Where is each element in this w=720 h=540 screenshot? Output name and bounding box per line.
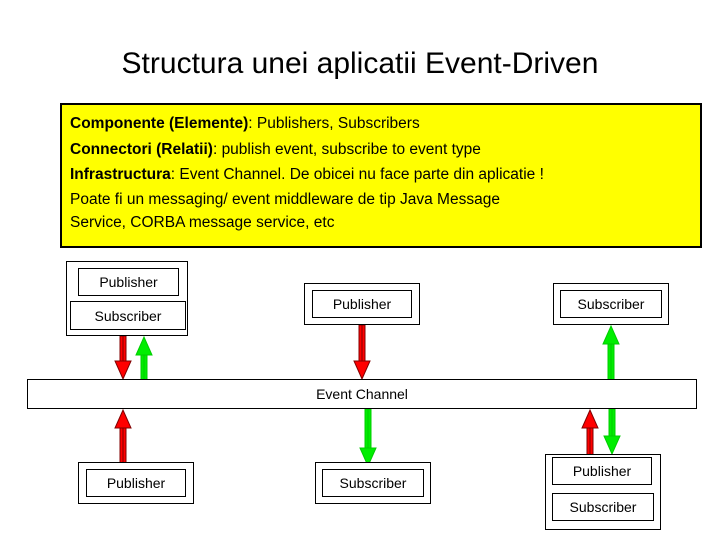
bottom-middle-subscriber-label: Subscriber [339,475,407,491]
event-channel-bar[interactable]: Event Channel [27,379,697,409]
bottom-left-publisher-label: Publisher [106,475,166,491]
description-panel: Componente (Elemente): Publishers, Subsc… [60,103,702,248]
top-left-subscriber-label: Subscriber [94,307,162,324]
description-line-infrastructure: Infrastructura: Event Channel. De obicei… [70,162,692,188]
top-left-publisher-box[interactable]: Publisher [78,268,179,296]
event-channel-label: Event Channel [316,386,408,402]
bottom-right-publisher-box[interactable]: Publisher [552,457,652,485]
description-continuation-line-1: Poate fi un messaging/ event middleware … [70,190,500,208]
description-line-connectors-rest: : publish event, subscribe to event type [212,140,481,158]
description-line-connectors-lead: Connectori (Relatii) [70,140,213,158]
top-middle-publisher-box[interactable]: Publisher [312,290,412,318]
description-line-components-rest: : Publishers, Subscribers [248,115,420,132]
bottom-middle-subscriber-box[interactable]: Subscriber [322,469,424,497]
page-title: Structura unei aplicatii Event-Driven [121,47,599,80]
bottom-right-subscriber-box[interactable]: Subscriber [552,493,654,521]
top-left-subscriber-box[interactable]: Subscriber [70,301,186,330]
description-line-infrastructure-rest: : Event Channel. De obicei nu face parte… [170,166,544,183]
description-continuation-line-2: Service, CORBA message service, etc [70,213,335,231]
subscribe-arrow-up-top-right [601,325,621,380]
description-line-infrastructure-lead: Infrastructura [70,166,171,183]
bottom-right-publisher-label: Publisher [572,463,632,479]
description-line-connectors: Connectori (Relatii): publish event, sub… [70,137,692,163]
top-right-subscriber-box[interactable]: Subscriber [560,290,662,318]
publish-arrow-up-bottom-left [113,409,133,467]
subscribe-arrow-up-top-left [134,336,154,380]
publish-arrow-down-top-middle [352,325,372,380]
subscribe-arrow-down-bottom-middle [358,409,378,467]
description-line-components-lead: Componente (Elemente) [70,115,249,132]
top-left-publisher-label: Publisher [99,274,158,290]
publish-arrow-down-top-left [113,336,133,380]
bottom-right-subscriber-label: Subscriber [569,499,637,515]
top-middle-publisher-label: Publisher [332,296,392,312]
top-right-subscriber-label: Subscriber [577,296,645,312]
description-line-components: Componente (Elemente): Publishers, Subsc… [70,111,692,137]
publish-arrow-up-bottom-right [580,409,600,455]
subscribe-arrow-down-bottom-right [602,409,622,455]
bottom-left-publisher-box[interactable]: Publisher [86,469,186,497]
